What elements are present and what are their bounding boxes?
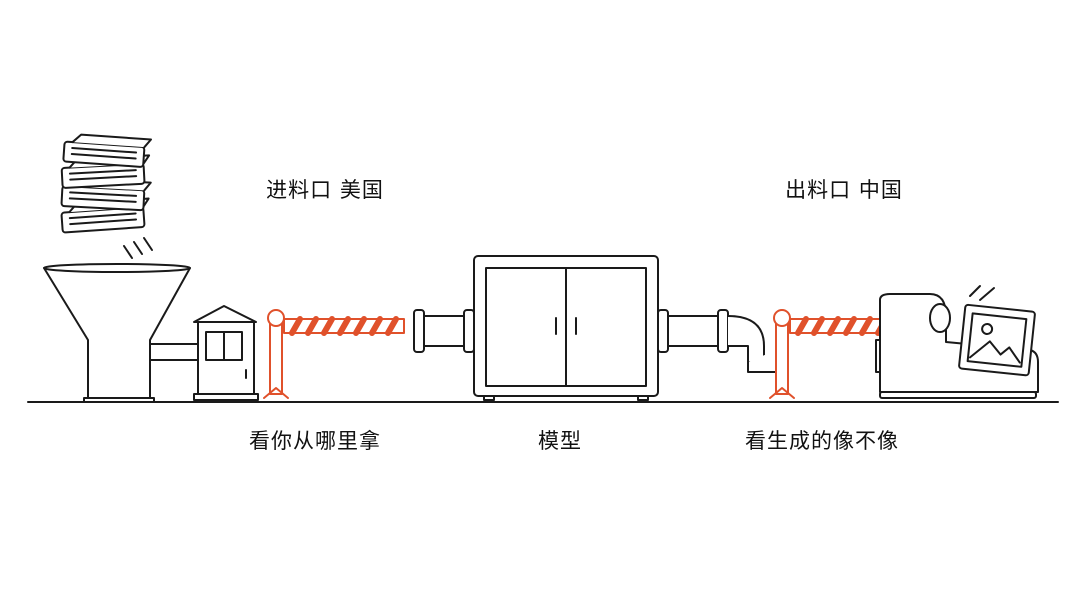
image-icon [958, 303, 1036, 377]
pipe-left [413, 309, 475, 353]
funnel-icon [43, 263, 199, 403]
output-motion-lines [969, 285, 995, 301]
input-port-label: 进料口 美国 [266, 178, 384, 202]
barrier-gate-left [263, 309, 405, 399]
cabinet-icon [473, 255, 659, 401]
falling-motion-lines [123, 237, 153, 259]
guard-booth-icon [193, 305, 259, 401]
model-caption: 模型 [538, 429, 582, 453]
books-icon [60, 133, 152, 234]
pipe-right [657, 309, 787, 373]
generation-caption: 看生成的像不像 [745, 429, 899, 453]
output-port-label: 出料口 中国 [785, 178, 903, 202]
source-caption: 看你从哪里拿 [249, 429, 381, 453]
